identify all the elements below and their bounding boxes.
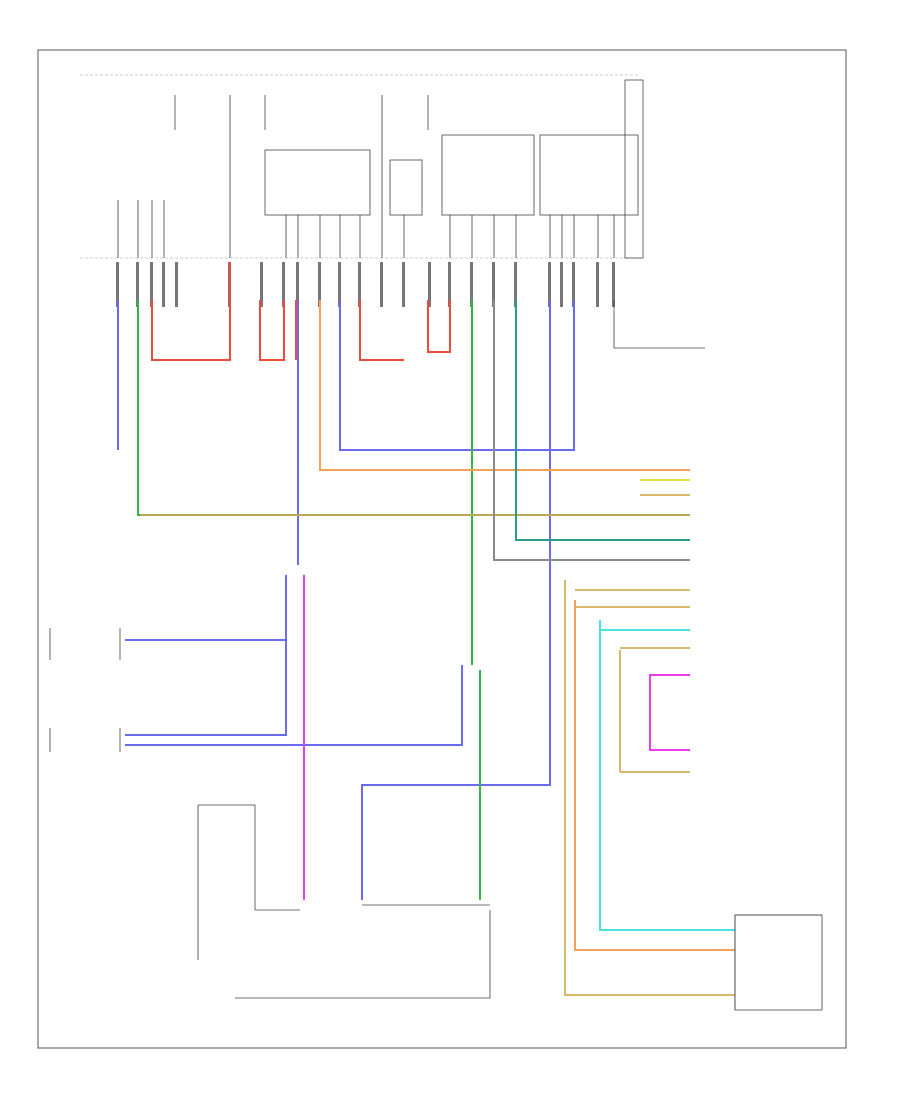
lower-wires (564, 580, 735, 996)
right-signal-wires (140, 300, 690, 773)
green-wires (137, 300, 690, 900)
left-connector (49, 628, 121, 752)
module-box-1 (264, 149, 371, 216)
connector-pins (116, 262, 615, 307)
module-box-4 (539, 134, 639, 216)
diagram-frame (37, 49, 847, 1049)
blue-wires (117, 300, 575, 900)
module-stubs (117, 200, 615, 258)
fuse-group (174, 95, 429, 258)
ground-marker (613, 300, 705, 349)
bottom-harness (197, 804, 822, 1010)
red-wires (151, 262, 451, 361)
magenta-wires (303, 575, 690, 900)
module-box-3 (441, 134, 535, 216)
module-box-2 (389, 159, 423, 216)
module-box-5 (624, 79, 644, 259)
lower-right-module (734, 914, 823, 1011)
